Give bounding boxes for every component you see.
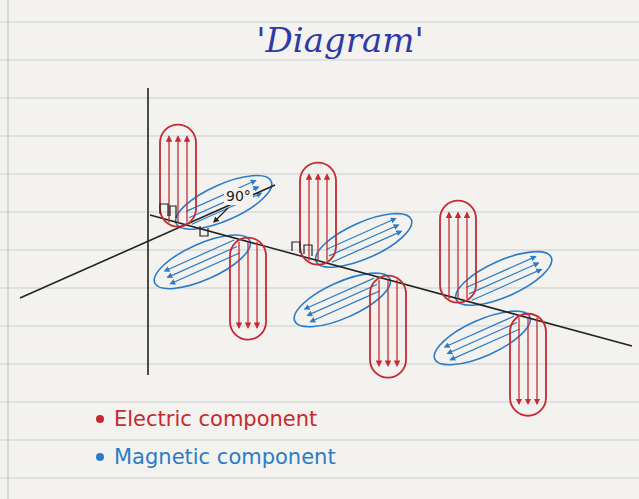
legend-text: Electric component [114, 404, 317, 434]
electric-outline [370, 276, 406, 378]
electric-arrow [396, 280, 397, 366]
ruled-line [0, 174, 639, 175]
ruled-line [0, 288, 639, 289]
electric-arrow [527, 318, 528, 404]
right-angle-mark [170, 206, 176, 218]
magnetic-loop [147, 224, 257, 299]
electric-arrow [536, 318, 537, 404]
electric-arrow [247, 242, 248, 328]
magnetic-arrow [165, 240, 234, 271]
magnetic-loop [427, 300, 537, 375]
magnetic-arrow [472, 269, 541, 300]
electric-arrow [518, 318, 519, 404]
magnetic-arrow [305, 278, 374, 309]
electric-arrow [186, 137, 187, 223]
ruled-line [0, 478, 639, 479]
margin-line [8, 0, 9, 499]
right-angle-mark [304, 245, 312, 256]
magnetic-loop [449, 241, 559, 316]
electric-arrow [466, 213, 467, 299]
legend-dot [96, 453, 104, 461]
title: 'Diagram' [200, 22, 480, 58]
magnetic-outline [147, 224, 257, 299]
electric-arrow [387, 280, 388, 366]
electric-outline [510, 314, 546, 416]
electric-arrow [317, 175, 318, 261]
magnetic-arrow [445, 316, 514, 347]
ruled-line [0, 364, 639, 365]
legend-text: Magnetic component [114, 442, 336, 472]
propagation-axis [150, 215, 632, 346]
right-angle-mark [200, 226, 208, 236]
electric-arrow [238, 242, 239, 328]
magnetic-loop [309, 203, 419, 278]
magnetic-outline [309, 203, 419, 278]
magnetic-outline [287, 262, 397, 337]
electric-loop [160, 125, 196, 227]
electric-arrow [378, 280, 379, 366]
electric-loop [370, 276, 406, 378]
ruled-line [0, 440, 639, 441]
electric-arrow [177, 137, 178, 223]
magnetic-outline [169, 165, 279, 240]
magnetic-arrow [308, 284, 377, 315]
vertical-axis [147, 88, 149, 375]
magnetic-arrow [332, 231, 401, 262]
electric-arrow [308, 175, 309, 261]
ruled-line [0, 402, 639, 403]
electric-arrow [448, 213, 449, 299]
ruled-line [0, 212, 639, 213]
magnetic-arrow [329, 225, 398, 256]
magnetic-arrow [189, 187, 258, 218]
electric-outline [230, 238, 266, 340]
angle-pointer [214, 208, 228, 222]
right-angle-mark [292, 242, 300, 253]
electric-arrow [457, 213, 458, 299]
magnetic-outline [427, 300, 537, 375]
electric-loop [300, 163, 336, 265]
electric-loop [510, 314, 546, 416]
electric-outline [440, 201, 476, 303]
right-angle-mark [160, 204, 168, 216]
electric-loop [230, 238, 266, 340]
angle-text: 90° [226, 188, 251, 204]
title-text: 'Diagram' [256, 20, 424, 60]
magnetic-arrow [448, 323, 517, 354]
magnetic-outline [449, 241, 559, 316]
electric-outline [300, 163, 336, 265]
electric-loop [440, 201, 476, 303]
electric-arrow [326, 175, 327, 261]
legend-item: Magnetic component [96, 442, 336, 472]
legend-dot [96, 415, 104, 423]
angle-label: 90° [224, 188, 253, 205]
magnetic-arrow [168, 246, 237, 277]
electric-outline [160, 125, 196, 227]
electric-arrow [256, 242, 257, 328]
magnetic-loop [287, 262, 397, 337]
magnetic-arrow [469, 263, 538, 294]
ruled-line [0, 136, 639, 137]
legend-item: Electric component [96, 404, 317, 434]
ruled-line [0, 98, 639, 99]
magnetic-loop [169, 165, 279, 240]
